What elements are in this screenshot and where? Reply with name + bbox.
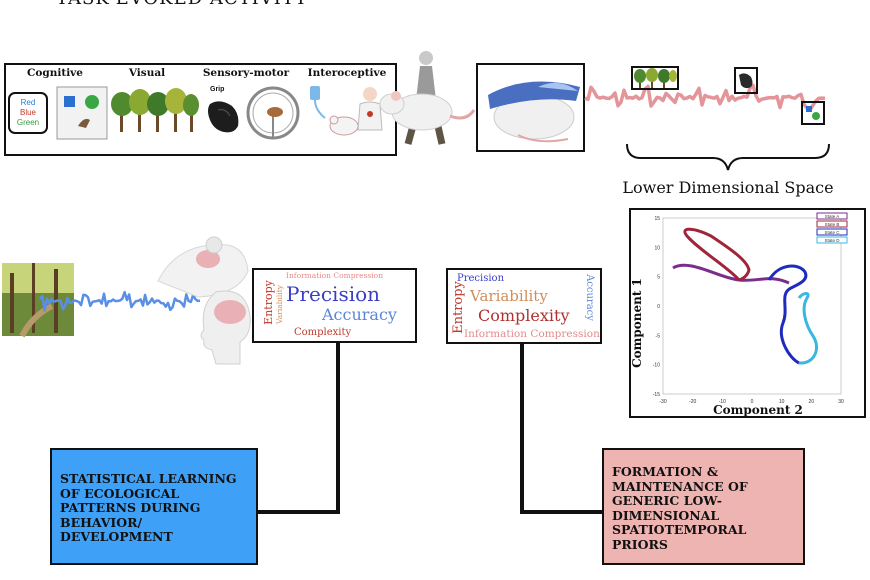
x-tick-label: 30 [838,399,844,405]
x-tick-label: 0 [751,399,754,405]
word-accuracy: Accuracy [322,305,397,324]
y-tick-label: 0 [657,304,660,310]
sleeping-rat-panel [476,63,585,152]
interoceptive-icon [310,86,383,136]
section-title: TASK-EVOKED ACTIVITY [56,0,308,9]
category-interoceptive: Interoceptive [307,67,387,79]
connector-left-horizontal [258,510,340,514]
legend-swatch [816,212,848,220]
word-complexity: Complexity [294,327,352,338]
y-tick-label: 5 [657,275,660,281]
word-variability: Variability [274,285,284,324]
rat-icon [379,91,476,131]
y-tick-label: -15 [653,392,660,398]
outcome-priors: FORMATION & MAINTENANCE OF GENERIC LOW-D… [602,448,805,565]
forest-photo [2,263,74,338]
legend-label: State C [824,230,840,235]
y-tick-label: 15 [654,216,660,222]
stroop-word-red: Red [20,98,36,107]
trajectory-chart: -30 -20 -10 0 10 20 30 15 10 5 0 -5 -10 -15 State A St… [653,212,848,405]
thumbnail-grip [734,67,758,94]
x-tick-label: -30 [659,399,666,405]
grip-label: Grip [210,86,225,93]
word-accuracy: Accuracy [583,274,595,321]
word-precision: Precision [286,282,381,306]
word-entropy: Entropy [261,280,275,325]
thumbnail-cognitive [801,101,825,125]
word-information-compression: Information Compression [464,328,600,340]
word-entropy: Entropy [450,281,466,334]
y-axis-label: Component 1 [630,278,644,368]
thumbnail-visual [631,66,679,90]
legend-label: State D [824,238,840,243]
trees-icon [111,88,199,132]
category-sensory-motor: Sensory-motor [202,67,290,79]
connector-left-vertical [336,343,340,514]
neural-activity-wave-red [584,83,826,112]
stroop-word-blue: Blue [19,108,36,117]
x-tick-label: -20 [689,399,696,405]
legend-swatch [816,236,848,244]
human-head-icon [200,290,251,365]
lower-dimensional-space-label: Lower Dimensional Space [622,178,834,197]
legend-label: State A [825,214,840,219]
outcome-statistical-learning: STATISTICAL LEARNING OF ECOLOGICAL PATTE… [50,448,258,565]
sleeping-rat-icon [488,81,580,143]
x-tick-label: 10 [779,399,785,405]
trajectory-state-c [767,264,808,365]
hand-grip-icon [208,101,239,133]
legend-swatch [816,228,848,236]
touchscreen-icon [56,86,108,140]
category-visual: Visual [128,67,166,79]
word-cloud-right: Precision Accuracy Entropy Variability C… [446,268,602,344]
trajectory-plot [629,208,866,418]
word-variability: Variability [470,287,548,305]
connector-right-vertical [520,344,524,514]
legend-swatch [816,220,848,228]
word-information-compression: Information Compression [286,271,384,280]
running-wheel-icon [246,86,300,140]
word-cloud-left: Information Compression Entropy Variabil… [252,268,417,343]
trajectory-state-d [797,292,818,365]
legend-label: State B [825,222,840,227]
x-axis-label: Component 2 [713,403,803,417]
x-tick-label: -10 [719,399,726,405]
stroop-card: Red Blue Green [8,92,48,134]
word-complexity: Complexity [478,306,570,325]
category-cognitive: Cognitive [27,67,83,79]
neural-activity-wave-blue [38,290,201,312]
connector-right-horizontal [520,510,602,514]
trajectory-state-b [683,227,751,282]
x-tick-label: 20 [809,399,815,405]
y-tick-label: -5 [656,333,661,339]
word-precision: Precision [457,273,505,284]
stroop-word-green: Green [16,118,40,127]
y-tick-label: -10 [653,363,660,369]
rat-head-icon [157,236,249,298]
curly-brace-icon [626,143,830,171]
y-tick-label: 10 [654,245,660,251]
